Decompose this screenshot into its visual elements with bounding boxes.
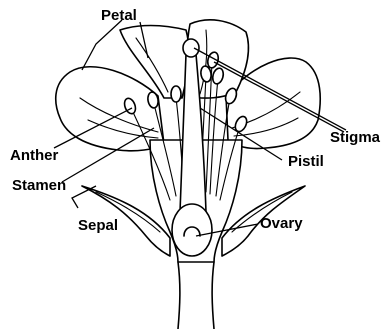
petal-leader bbox=[82, 20, 122, 70]
label-stamen: Stamen bbox=[12, 177, 66, 194]
label-ovary: Ovary bbox=[260, 215, 303, 232]
label-anther: Anther bbox=[10, 147, 58, 164]
stem bbox=[178, 262, 214, 329]
label-sepal: Sepal bbox=[78, 217, 118, 234]
label-stigma: Stigma bbox=[330, 129, 381, 146]
ovary bbox=[172, 204, 212, 256]
label-pistil: Pistil bbox=[288, 153, 324, 170]
label-petal: Petal bbox=[101, 7, 137, 24]
stigma-tip bbox=[183, 39, 199, 57]
